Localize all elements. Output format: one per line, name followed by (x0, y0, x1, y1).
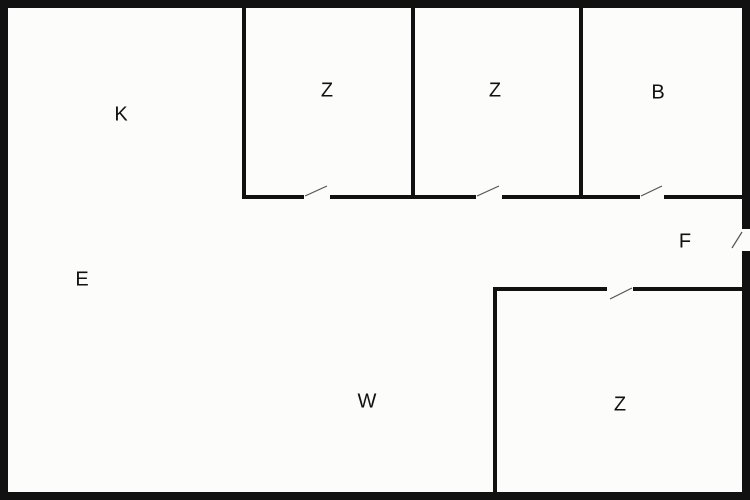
door-opening-z3 (607, 286, 633, 292)
door-leaf-z1 (304, 185, 328, 197)
room-label-z3: Z (614, 393, 626, 415)
room-label-k: K (114, 103, 128, 125)
room-label-w: W (358, 390, 377, 412)
room-label-e: E (75, 268, 88, 290)
door-opening-z1 (304, 194, 330, 200)
door-opening-b (640, 194, 664, 200)
door-leaf-entrance (731, 231, 743, 249)
door-leaf-z3 (609, 287, 633, 300)
room-label-b: B (651, 81, 664, 103)
door-leaf-b (640, 185, 663, 197)
room-label-f: F (679, 230, 691, 252)
door-opening-entrance (740, 229, 750, 251)
door-opening-z2 (476, 194, 502, 200)
door-leaf-z2 (476, 185, 500, 197)
room-label-z1: Z (321, 79, 333, 101)
room-label-z2: Z (489, 79, 501, 101)
